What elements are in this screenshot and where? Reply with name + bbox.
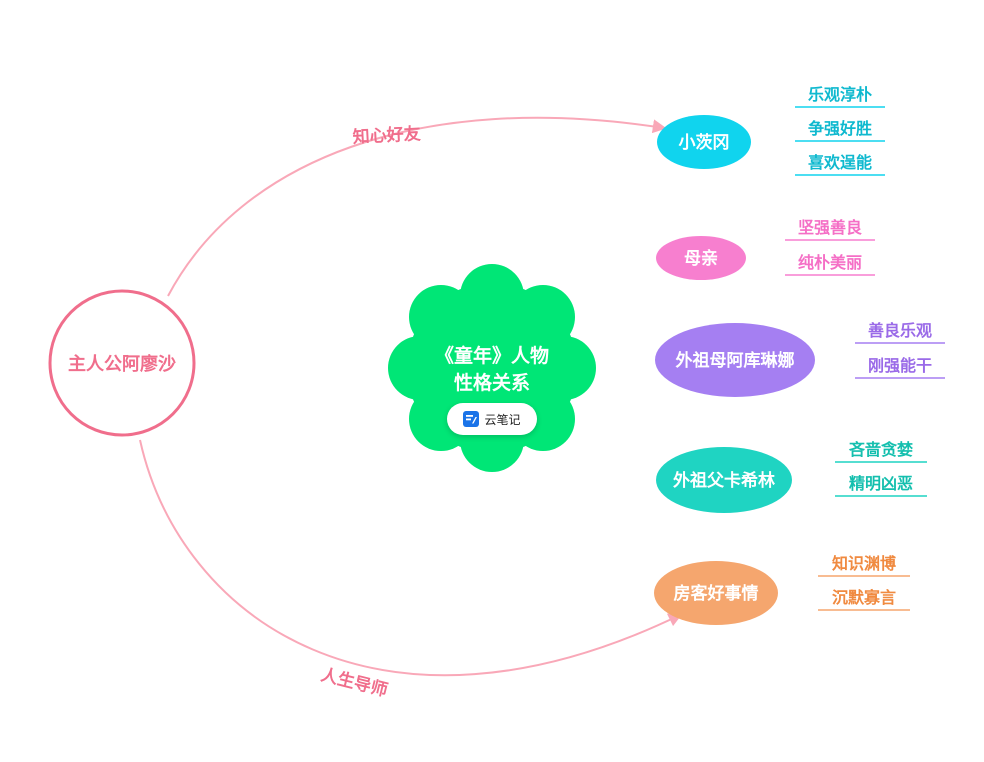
cloud-note-icon — [463, 411, 480, 427]
character-label: 小茨冈 — [679, 132, 730, 153]
central-topic[interactable]: 《童年》人物 性格关系 — [388, 264, 596, 472]
cloud-note-label: 云笔记 — [484, 412, 521, 427]
character-label: 母亲 — [684, 248, 718, 269]
trait-label[interactable]: 坚强善良 — [797, 218, 862, 237]
character-label: 房客好事情 — [674, 583, 759, 604]
character-node-mother[interactable]: 母亲 — [656, 236, 746, 280]
trait-label[interactable]: 精明凶恶 — [848, 474, 913, 493]
character-node-xiaociqiang[interactable]: 小茨冈 — [657, 115, 751, 169]
character-node-grandfather[interactable]: 外祖父卡希林 — [656, 447, 792, 513]
trait-label[interactable]: 乐观淳朴 — [807, 85, 872, 104]
central-title-line2: 性格关系 — [454, 371, 530, 394]
central-title-line1: 《童年》人物 — [435, 344, 549, 367]
trait-label[interactable]: 喜欢逞能 — [807, 153, 872, 172]
trait-label[interactable]: 沉默寡言 — [831, 588, 896, 607]
character-node-grandmother[interactable]: 外祖母阿库琳娜 — [655, 323, 815, 397]
connector-friend — [167, 116, 667, 297]
cloud-note-badge[interactable]: 云笔记 — [447, 403, 537, 435]
trait-label[interactable]: 纯朴美丽 — [797, 253, 862, 272]
connector-mentor — [139, 439, 683, 677]
relation-label-friend: 知心好友 — [351, 123, 421, 148]
character-label: 外祖母阿库琳娜 — [676, 350, 795, 371]
trait-label[interactable]: 善良乐观 — [867, 321, 932, 340]
character-node-lodger[interactable]: 房客好事情 — [654, 561, 778, 625]
trait-label[interactable]: 吝啬贪婪 — [848, 440, 913, 459]
character-label: 外祖父卡希林 — [673, 470, 775, 491]
trait-label[interactable]: 知识渊博 — [831, 554, 896, 573]
protagonist-label: 主人公阿廖沙 — [68, 353, 176, 375]
trait-label[interactable]: 刚强能干 — [867, 356, 932, 375]
trait-label[interactable]: 争强好胜 — [807, 119, 872, 138]
protagonist-node[interactable]: 主人公阿廖沙 — [48, 289, 196, 437]
